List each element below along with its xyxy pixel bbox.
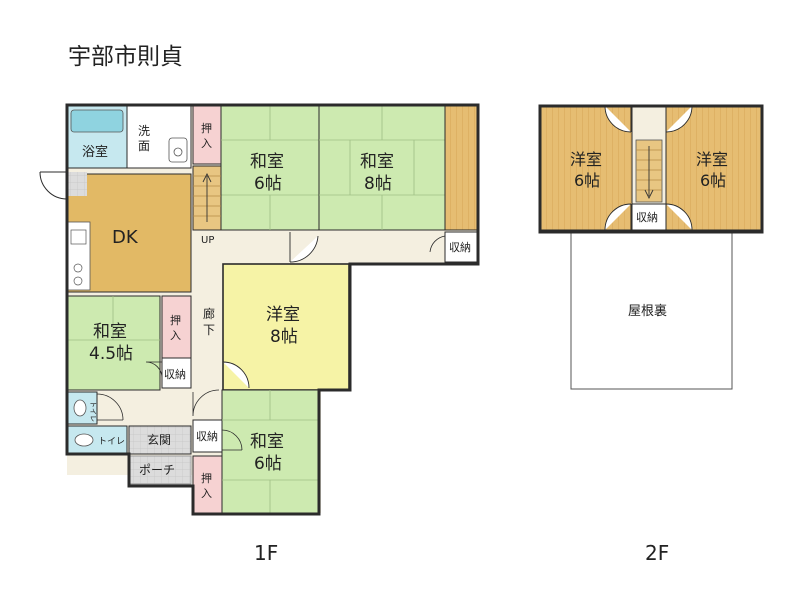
toilet-2-label: トイレ — [98, 437, 125, 447]
youshitsu-8-size: 8帖 — [270, 327, 298, 347]
washitsu-45-size: 4.5帖 — [89, 344, 133, 364]
attic — [570, 231, 733, 390]
closet-1-label-b: 入 — [201, 137, 212, 150]
closet-3-label-b: 入 — [201, 487, 212, 500]
closet-oshiire-2 — [161, 295, 192, 359]
washitsu-6-top-name: 和室 — [250, 152, 284, 172]
dk-door — [39, 171, 68, 200]
toilet-1-label: トイレ — [89, 401, 97, 422]
youshitsu-2f-left-size: 6帖 — [574, 171, 600, 190]
outer-wall-2f — [538, 104, 764, 234]
porch-label: ポーチ — [139, 463, 175, 477]
storage-2f — [631, 203, 667, 231]
hall-storage-label: 収納 — [449, 241, 471, 254]
wash-label-2: 面 — [138, 139, 150, 153]
washitsu-6-bottom-size: 6帖 — [254, 454, 282, 474]
genkan — [128, 425, 192, 455]
genkan-storage — [192, 419, 223, 453]
property-title: 宇部市則貞 — [68, 44, 183, 70]
stairs-up-label: UP — [201, 235, 214, 246]
attic-label: 屋根裏 — [628, 304, 667, 319]
youshitsu-8-name: 洋室 — [266, 305, 300, 325]
second-floor: 屋根裏 洋室 6帖 収納 洋室 6帖 2F — [538, 104, 764, 565]
genkan-storage-label: 収納 — [196, 430, 218, 443]
wash-label-1: 洗 — [138, 124, 150, 138]
bath-label: 浴室 — [82, 144, 108, 160]
genkan-label: 玄関 — [147, 432, 171, 447]
washitsu-6-top-size: 6帖 — [254, 174, 282, 194]
hall-storage — [444, 231, 478, 263]
first-floor: 浴室 洗 面 押 入 和室 6帖 和室 8帖 DK — [39, 103, 481, 565]
closet-1-label-a: 押 — [201, 121, 212, 135]
washitsu-8-size: 8帖 — [364, 174, 392, 194]
closet-3-label-a: 押 — [201, 471, 212, 485]
floor-label-2f: 2F — [645, 541, 669, 565]
small-storage — [161, 357, 192, 389]
washitsu-6-bottom — [221, 389, 320, 515]
tokonoma — [444, 105, 478, 231]
floor-label-1f: 1F — [254, 541, 278, 565]
youshitsu-2f-left-name: 洋室 — [570, 150, 602, 169]
storage-2f-label: 収納 — [636, 211, 658, 224]
porch — [128, 455, 192, 485]
corridor-label-2: 下 — [203, 323, 215, 337]
youshitsu-8 — [222, 263, 350, 391]
small-storage-label: 収納 — [164, 368, 186, 381]
bathtub — [70, 109, 124, 133]
outer-wall-1f — [65, 103, 480, 516]
closet-oshiire-1 — [192, 105, 222, 165]
youshitsu-2f-right-size: 6帖 — [700, 171, 726, 190]
washitsu-45-name: 和室 — [93, 322, 127, 342]
washitsu-6-bottom-name: 和室 — [250, 432, 284, 452]
closet-oshiire-3 — [192, 455, 223, 515]
dk-label: DK — [112, 227, 139, 248]
washbasin-icon — [168, 137, 188, 163]
closet-2-label-b: 入 — [170, 329, 181, 342]
closet-2-label-a: 押 — [170, 313, 181, 327]
washitsu-8-name: 和室 — [360, 152, 394, 172]
youshitsu-2f-right-name: 洋室 — [696, 150, 728, 169]
washitsu-45 — [66, 295, 161, 391]
corridor-label-1: 廊 — [203, 306, 215, 321]
